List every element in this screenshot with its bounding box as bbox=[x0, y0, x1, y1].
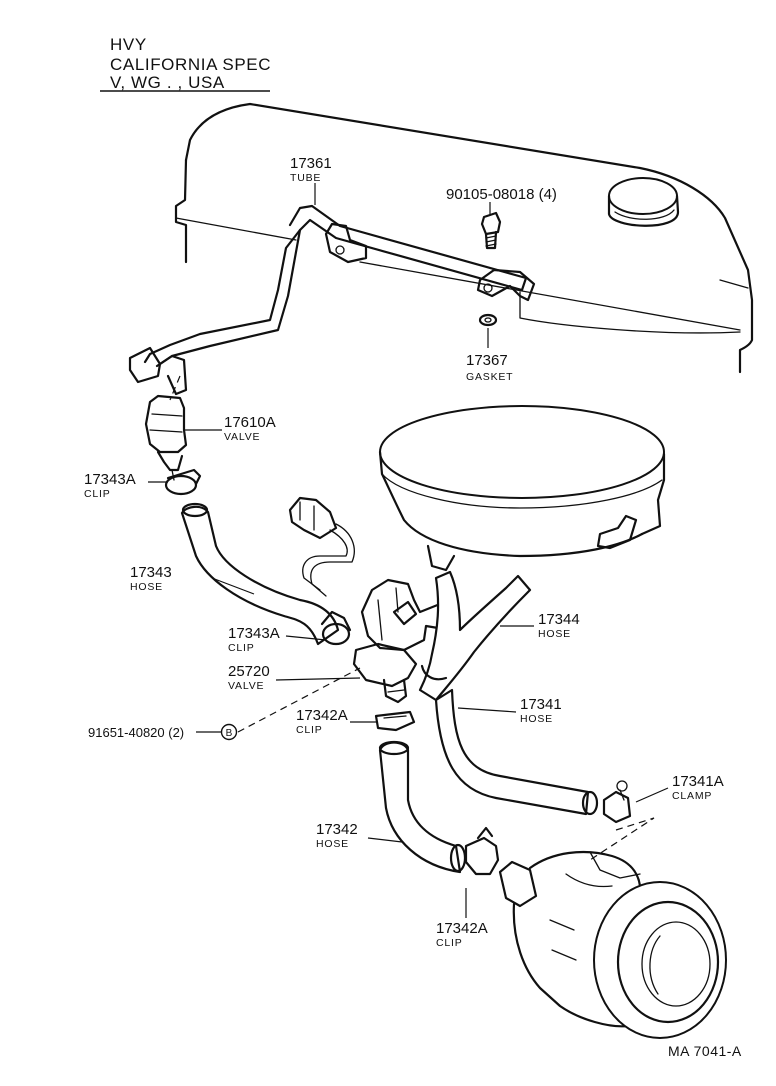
part-name: VALVE bbox=[224, 431, 260, 443]
hose-17344-drawing bbox=[418, 570, 532, 702]
callout-17367: 17367 GASKET bbox=[466, 352, 513, 383]
connector-and-wire-drawing bbox=[288, 496, 355, 597]
callout-17361: 17361 TUBE bbox=[290, 155, 332, 184]
part-name: HOSE bbox=[538, 628, 571, 640]
air-pump-drawing bbox=[498, 850, 727, 1039]
part-number: 17342A bbox=[436, 920, 488, 937]
air-cleaner-drawing bbox=[378, 405, 666, 572]
spec-header: HVY CALIFORNIA SPEC V, WG . , USA bbox=[100, 35, 271, 92]
part-number: 17361 bbox=[290, 155, 332, 172]
part-number: 17343A bbox=[228, 625, 280, 642]
part-number: 17344 bbox=[538, 611, 580, 628]
part-name: CLIP bbox=[296, 724, 323, 736]
callout-17342a-upper: 17342A CLIP bbox=[296, 707, 348, 736]
marker-b-letter: B bbox=[226, 728, 233, 739]
callout-25720: 25720 VALVE bbox=[228, 663, 270, 692]
bolt-90105-drawing bbox=[480, 211, 502, 250]
part-name: TUBE bbox=[290, 172, 321, 184]
part-number: 17367 bbox=[466, 352, 508, 369]
cylinder-head-cover-drawing bbox=[174, 102, 754, 374]
part-name: CLAMP bbox=[672, 790, 712, 802]
part-name: CLIP bbox=[84, 488, 111, 500]
callout-91651: 91651-40820 (2) bbox=[88, 725, 184, 740]
header-line-3: V, WG . , USA bbox=[110, 73, 225, 92]
part-name: CLIP bbox=[228, 642, 255, 654]
part-number: 17343A bbox=[84, 471, 136, 488]
leader-lines bbox=[148, 183, 669, 918]
part-name: HOSE bbox=[316, 838, 349, 850]
diagram-code: MA 7041-A bbox=[668, 1043, 742, 1059]
callout-17341: 17341 HOSE bbox=[520, 696, 562, 725]
part-name: HOSE bbox=[130, 581, 163, 593]
valve-17610a-drawing bbox=[144, 394, 188, 481]
header-line-1: HVY bbox=[110, 35, 147, 54]
part-number: 90105-08018 (4) bbox=[446, 186, 557, 203]
clip-17343a-lower-drawing bbox=[320, 610, 352, 646]
header-line-2: CALIFORNIA SPEC bbox=[110, 55, 271, 74]
callout-17343a-lower: 17343A CLIP bbox=[228, 625, 280, 654]
callout-17610a: 17610A VALVE bbox=[224, 414, 276, 443]
part-number: 17343 bbox=[130, 564, 172, 581]
assembly-dashed-lines bbox=[169, 375, 655, 861]
part-number: 25720 bbox=[228, 663, 270, 680]
part-number: 17342A bbox=[296, 707, 348, 724]
gasket-17367-drawing bbox=[478, 313, 498, 327]
part-name: VALVE bbox=[228, 680, 264, 692]
part-number: 17342 bbox=[316, 821, 358, 838]
tube-17361-drawing bbox=[128, 204, 536, 396]
callout-90105: 90105-08018 (4) bbox=[446, 186, 557, 203]
callout-17343a-upper: 17343A CLIP bbox=[84, 471, 136, 500]
marker-b: B bbox=[220, 723, 238, 741]
callout-17342a-lower: 17342A CLIP bbox=[436, 920, 488, 949]
part-name: HOSE bbox=[520, 713, 553, 725]
callout-17342: 17342 HOSE bbox=[316, 821, 358, 850]
part-name: CLIP bbox=[436, 937, 463, 949]
part-number: 17341A bbox=[672, 773, 724, 790]
callout-17341a: 17341A CLAMP bbox=[672, 773, 724, 802]
clip-17342a-lower-drawing bbox=[464, 826, 500, 876]
part-name: GASKET bbox=[466, 371, 513, 383]
hose-17341-drawing bbox=[434, 688, 599, 816]
clip-17342a-upper-drawing bbox=[374, 710, 416, 732]
clamp-17341a-drawing bbox=[602, 780, 632, 824]
callout-17343: 17343 HOSE bbox=[130, 564, 172, 593]
part-number: 91651-40820 (2) bbox=[88, 725, 184, 740]
hose-17343-drawing bbox=[180, 502, 340, 646]
part-number: 17341 bbox=[520, 696, 562, 713]
clip-17343a-upper-drawing bbox=[164, 468, 202, 496]
callout-17344: 17344 HOSE bbox=[538, 611, 580, 640]
part-number: 17610A bbox=[224, 414, 276, 431]
